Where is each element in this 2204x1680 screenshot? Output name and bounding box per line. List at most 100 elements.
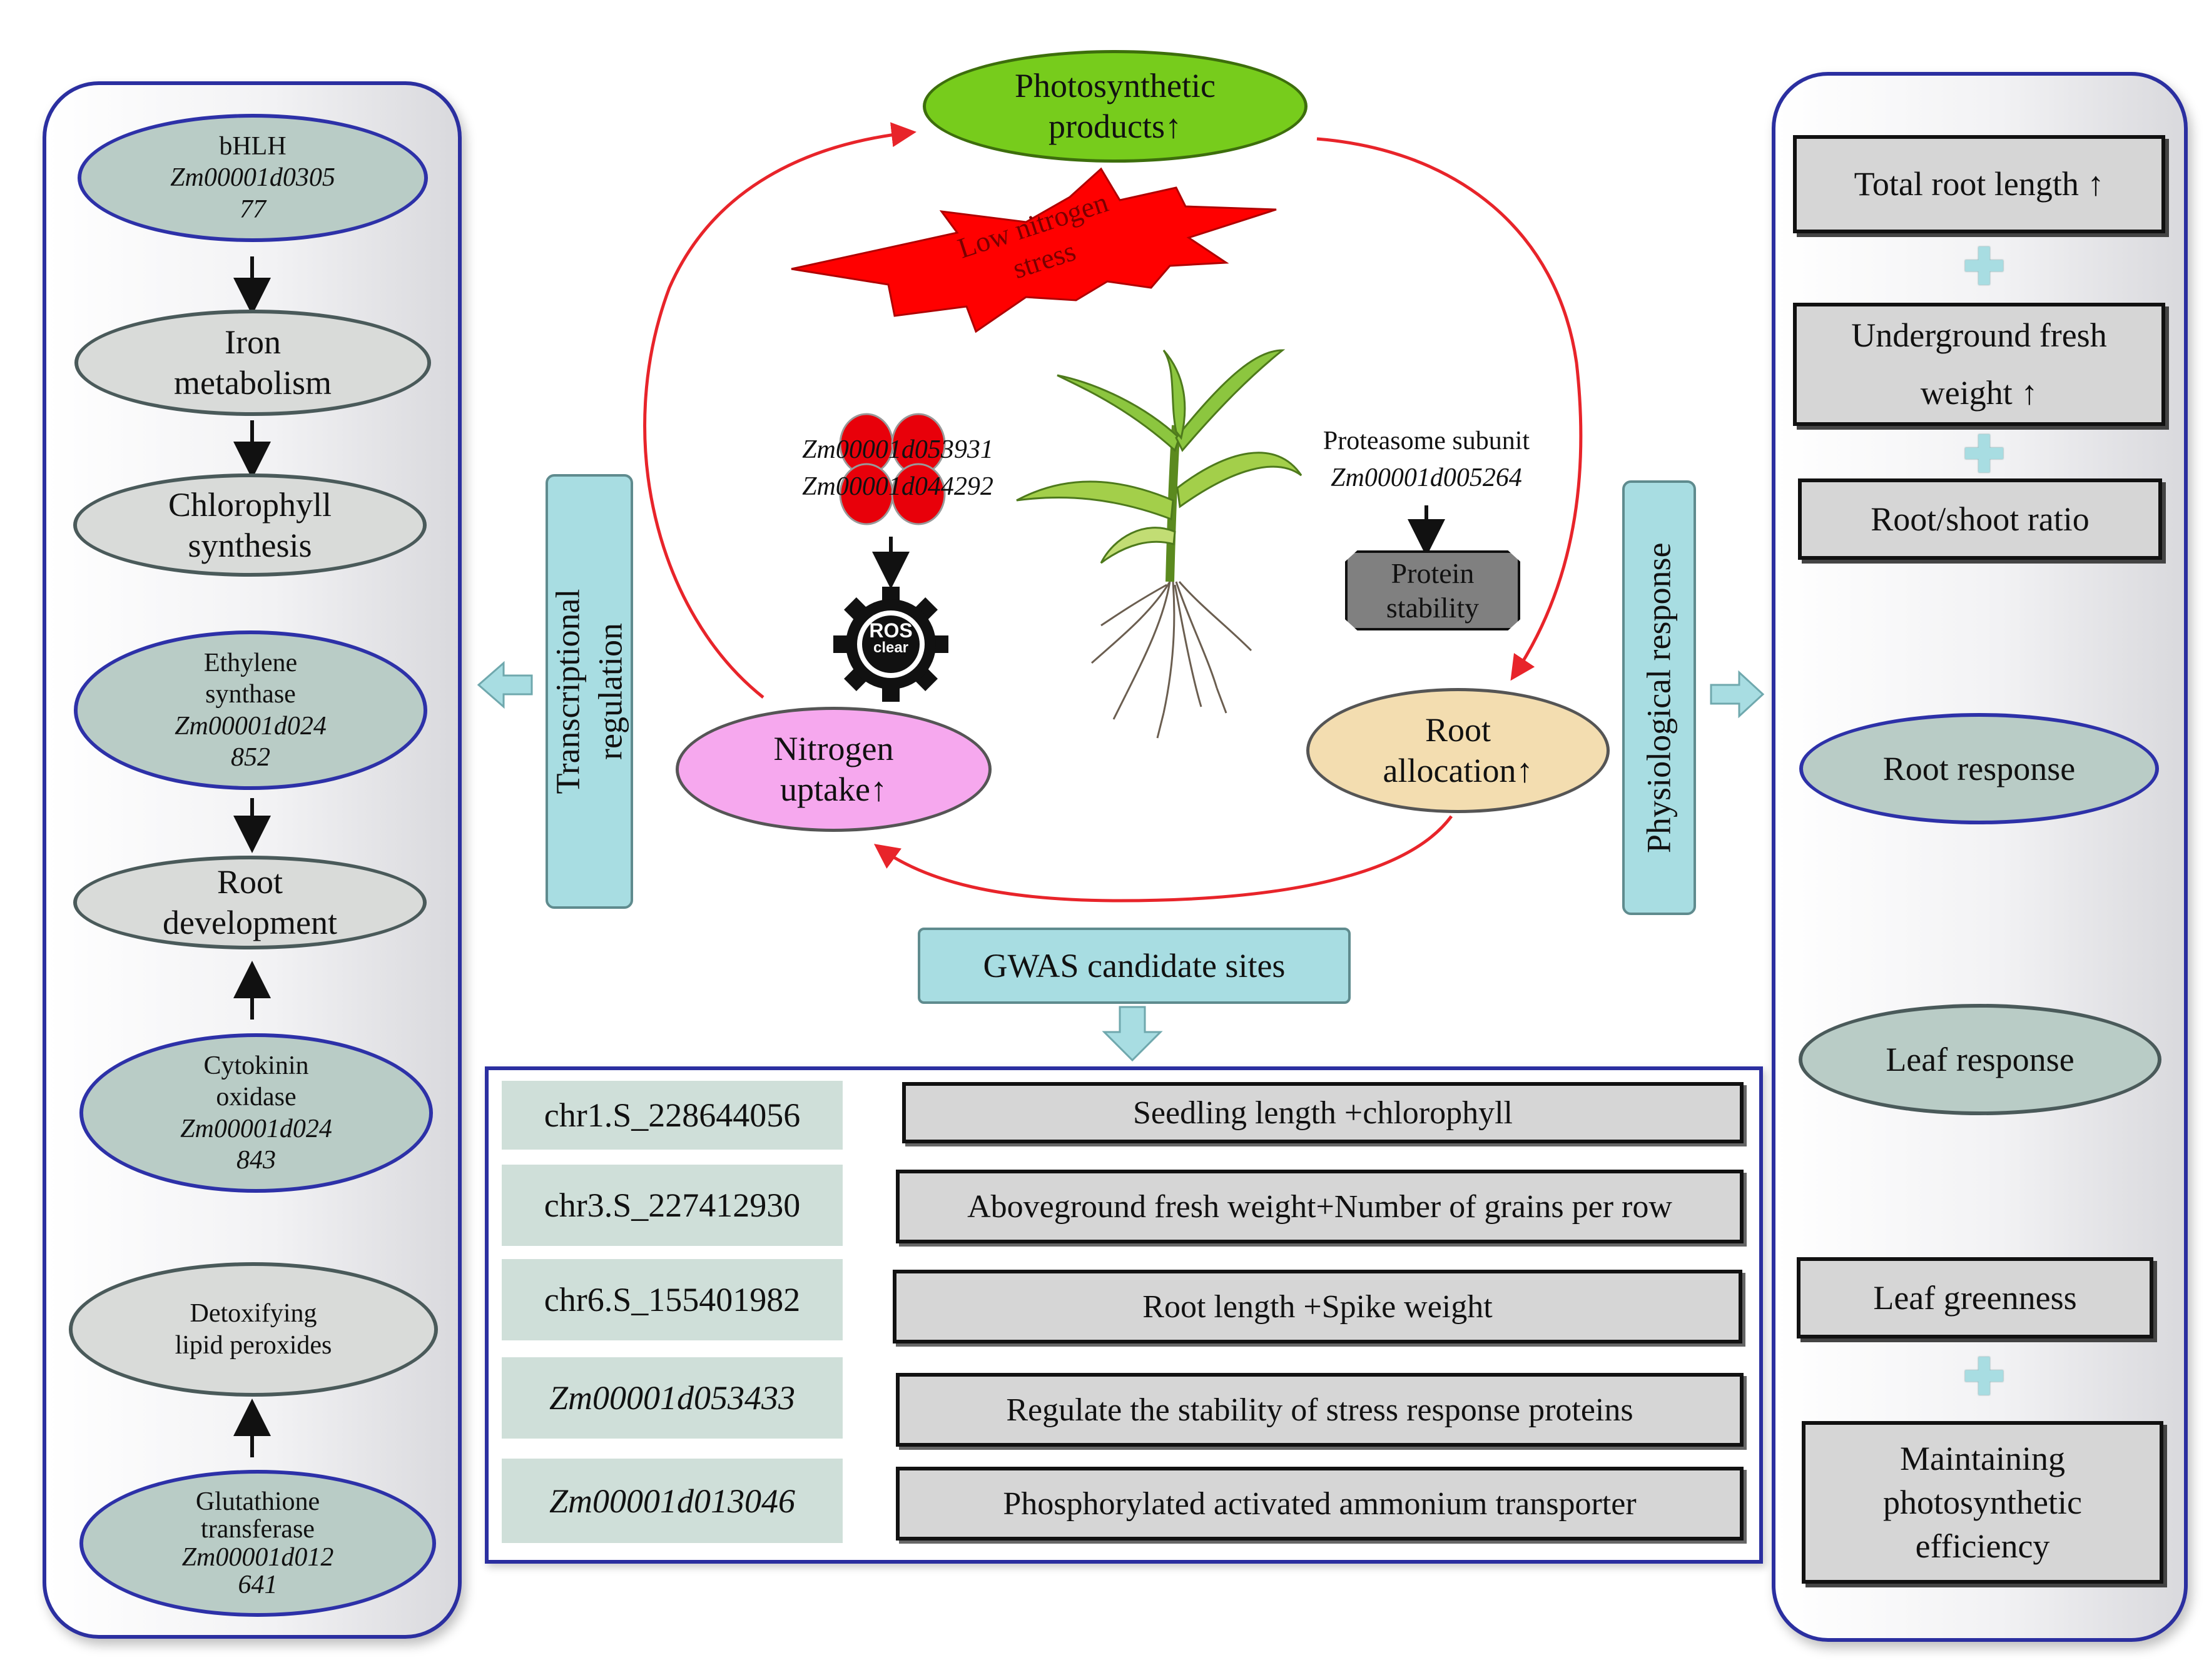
plus-icon-2: ✚ [1963, 425, 2005, 484]
synthesis-label: synthesis [188, 526, 312, 564]
development-label: development [163, 904, 337, 941]
proteasome-label: Proteasome subunit Zm00001d005264 [1311, 423, 1542, 497]
bhlh-gene-suffix: 77 [240, 195, 266, 224]
leaf-greenness-box: Leaf greenness [1797, 1257, 2153, 1338]
trait-row-4: Regulate the stability of stress respons… [896, 1373, 1744, 1447]
trait-label-4: Regulate the stability of stress respons… [1006, 1392, 1633, 1428]
left-block-arrow [477, 660, 533, 709]
transcriptional-label: Transcriptional [549, 589, 587, 794]
oxidase-label: oxidase [216, 1083, 297, 1112]
regulation-label: regulation [591, 623, 629, 760]
trait-row-2: Aboveground fresh weight+Number of grain… [896, 1170, 1744, 1243]
stress-starburst [791, 167, 1277, 333]
chlorophyll-synthesis-node: Chlorophyll synthesis [73, 473, 427, 577]
ethylene-label: Ethylene [203, 648, 298, 677]
nitrogen-uptake-node: Nitrogen uptake↑ [676, 707, 992, 832]
plus-glyph-3: ✚ [1963, 1350, 2006, 1405]
trait-row-5: Phosphorylated activated ammonium transp… [896, 1467, 1744, 1541]
maintaining-efficiency-box: Maintaining photosynthetic efficiency [1802, 1421, 2163, 1584]
site-label-4: Zm00001d053433 [549, 1379, 796, 1417]
site-label-3: chr6.S_155401982 [544, 1281, 801, 1318]
protein-label: Protein [1391, 557, 1475, 589]
fresh-weight-label: weight ↑ [1920, 373, 2038, 412]
site-row-1: chr1.S_228644056 [502, 1081, 843, 1150]
photosynthetic-label: Photosynthetic [1015, 67, 1216, 105]
total-root-length-label: Total root length ↑ [1854, 165, 2105, 203]
site-label-5: Zm00001d013046 [549, 1482, 796, 1520]
bhlh-label: bHLH [219, 131, 287, 161]
leaf-response-node: Leaf response [1799, 1004, 2161, 1115]
bhlh-node: bHLH Zm00001d0305 77 [78, 114, 428, 242]
transcriptional-regulation-box: Transcriptional regulation [546, 474, 633, 909]
site-row-2: chr3.S_227412930 [502, 1165, 843, 1246]
ros-clear-label: ROS clear [860, 620, 922, 655]
site-row-3: chr6.S_155401982 [502, 1259, 843, 1340]
physiological-response-box: Physiological response [1622, 480, 1696, 915]
gene-zm053931: Zm00001d053931 [802, 435, 993, 464]
cytokinin-label: Cytokinin [203, 1051, 309, 1080]
root-shoot-label: Root/shoot ratio [1871, 500, 2090, 538]
uptake-label: uptake↑ [780, 771, 887, 808]
cytokinin-gene-suffix: 843 [236, 1145, 276, 1175]
root-allocation-node: Root allocation↑ [1306, 688, 1610, 813]
trait-label-3: Root length +Spike weight [1142, 1288, 1493, 1325]
down-block-arrow [1102, 1006, 1163, 1062]
ethylene-gene-suffix: 852 [231, 742, 270, 772]
total-root-length-box: Total root length ↑ [1793, 135, 2165, 233]
site-label-1: chr1.S_228644056 [544, 1096, 801, 1134]
cycle-arrow-bottom [873, 815, 1453, 903]
photosynthetic-products-node: Photosynthetic products↑ [923, 50, 1308, 163]
site-row-5: Zm00001d013046 [502, 1459, 843, 1543]
metabolism-label: metabolism [174, 364, 332, 402]
gene-pair-label: Zm00001d053931 Zm00001d044292 [779, 432, 1017, 505]
trait-row-3: Root length +Spike weight [893, 1270, 1742, 1343]
glutathione-label: Glutathione [195, 1487, 320, 1517]
iron-label: Iron [225, 323, 281, 362]
stability-label: stability [1386, 592, 1480, 624]
bhlh-gene: Zm00001d0305 [170, 163, 335, 193]
proteasome-gene: Zm00001d005264 [1331, 463, 1522, 492]
clear-text: clear [873, 639, 909, 656]
plus-glyph-1: ✚ [1963, 240, 2006, 295]
gwas-title: GWAS candidate sites [983, 947, 1286, 984]
glutathione-gene-suffix: 641 [238, 1570, 278, 1599]
gene-blob [839, 413, 946, 525]
site-label-2: chr3.S_227412930 [544, 1187, 801, 1224]
ethylene-synthase-node: Ethylene synthase Zm00001d024 852 [74, 630, 427, 790]
leaf-greenness-label: Leaf greenness [1873, 1278, 2077, 1317]
lipid-peroxides-label: lipid peroxides [175, 1330, 332, 1360]
transcriptional-regulation-label: Transcriptional regulation [547, 589, 632, 794]
protein-stability-node: Protein stability [1345, 550, 1520, 630]
glutathione-gene: Zm00001d012 [181, 1542, 334, 1572]
maintaining-label: Maintaining [1900, 1439, 2065, 1477]
maize-plant-illustration [1016, 349, 1303, 739]
ros-gear-icon [833, 587, 948, 702]
root-alloc-label: Root [1424, 711, 1491, 749]
cytokinin-gene: Zm00001d024 [180, 1114, 332, 1143]
efficiency-label: efficiency [1915, 1527, 2050, 1566]
root-response-label: Root response [1882, 749, 2076, 787]
plus-glyph-2: ✚ [1963, 428, 2006, 483]
plus-icon-3: ✚ [1963, 1348, 2005, 1407]
photosynthetic-eff-label: photosynthetic [1883, 1483, 2082, 1521]
synthase-label: synthase [205, 680, 296, 709]
detoxifying-label: Detoxifying [190, 1299, 317, 1328]
right-block-arrow [1710, 670, 1765, 719]
transferase-label: transferase [201, 1515, 315, 1544]
trait-label-1: Seedling length +chlorophyll [1132, 1095, 1513, 1131]
allocation-label: allocation↑ [1383, 752, 1533, 789]
proteasome-subunit: Proteasome subunit [1323, 427, 1530, 455]
chlorophyll-label: Chlorophyll [168, 485, 332, 524]
cycle-arrow-right [1316, 137, 1583, 681]
root-label: Root [216, 863, 283, 901]
trait-row-1: Seedling length +chlorophyll [902, 1082, 1744, 1143]
underground-fresh-weight-box: Underground fresh weight ↑ [1793, 303, 2165, 426]
cytokinin-oxidase-node: Cytokinin oxidase Zm00001d024 843 [79, 1033, 433, 1193]
gwas-title-box: GWAS candidate sites [918, 928, 1351, 1004]
underground-label: Underground fresh [1851, 316, 2107, 354]
site-row-4: Zm00001d053433 [502, 1357, 843, 1439]
iron-metabolism-node: Iron metabolism [74, 310, 431, 416]
ros-text: ROS [869, 619, 913, 642]
cycle-arrow-left [643, 122, 917, 699]
ethylene-gene: Zm00001d024 [175, 711, 327, 741]
